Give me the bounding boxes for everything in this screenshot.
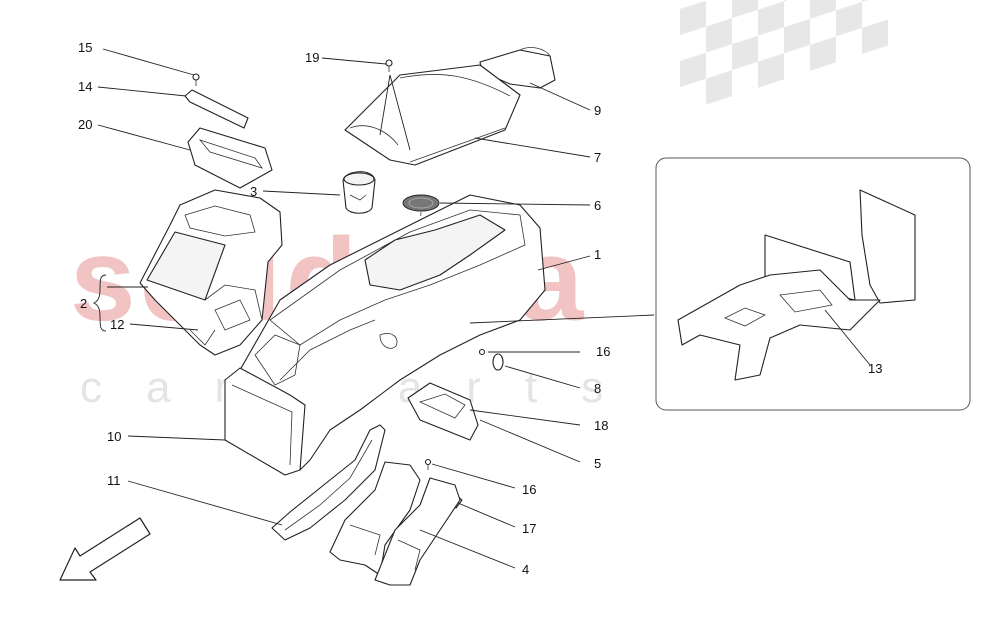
callout-8: 8 <box>594 381 601 396</box>
callout-9: 9 <box>594 103 601 118</box>
part-16-screw-lower <box>424 458 432 470</box>
front-direction-arrow-icon <box>59 517 151 581</box>
group-bracket-2 <box>92 274 107 332</box>
checkered-flag-icon <box>680 0 888 105</box>
part-2-front-console <box>139 189 283 356</box>
part-19-screw <box>385 59 393 72</box>
callout-3: 3 <box>250 184 257 199</box>
part-16-screw-upper <box>478 348 486 356</box>
callout-16-lower: 16 <box>522 482 536 497</box>
callout-19: 19 <box>305 50 319 65</box>
callout-16-upper: 16 <box>596 344 610 359</box>
callout-12: 12 <box>110 317 124 332</box>
callout-4: 4 <box>522 562 529 577</box>
callout-6: 6 <box>594 198 601 213</box>
part-11-side-duct <box>271 424 386 541</box>
callout-18: 18 <box>594 418 608 433</box>
callout-2: 2 <box>80 296 87 311</box>
part-8-cap <box>492 353 504 371</box>
part-18-bracket <box>407 382 479 441</box>
part-4-support-frame <box>329 461 461 586</box>
part-3-cup-holder-insert <box>342 171 376 214</box>
detail-inset-panel <box>655 157 971 411</box>
part-14-trim-strip <box>184 89 249 129</box>
part-15-screw <box>192 73 200 86</box>
callout-20: 20 <box>78 117 92 132</box>
part-10-rear-panel <box>224 367 306 476</box>
callout-labels: 15 14 20 19 9 7 3 6 1 2 12 16 13 8 18 10… <box>78 40 882 577</box>
callout-5: 5 <box>594 456 601 471</box>
part-13-insulation-mat <box>677 189 916 381</box>
callout-1: 1 <box>594 247 601 262</box>
part-7-armrest-lid <box>344 64 521 166</box>
callout-7: 7 <box>594 150 601 165</box>
callout-13: 13 <box>868 361 882 376</box>
part-20-cup-holder-bezel <box>187 127 273 189</box>
callout-10: 10 <box>107 429 121 444</box>
callout-14: 14 <box>78 79 92 94</box>
callout-11: 11 <box>107 473 121 488</box>
part-6-mat-pad <box>402 194 440 212</box>
callout-15: 15 <box>78 40 92 55</box>
leader-lines <box>97 48 871 569</box>
callout-17: 17 <box>522 521 536 536</box>
